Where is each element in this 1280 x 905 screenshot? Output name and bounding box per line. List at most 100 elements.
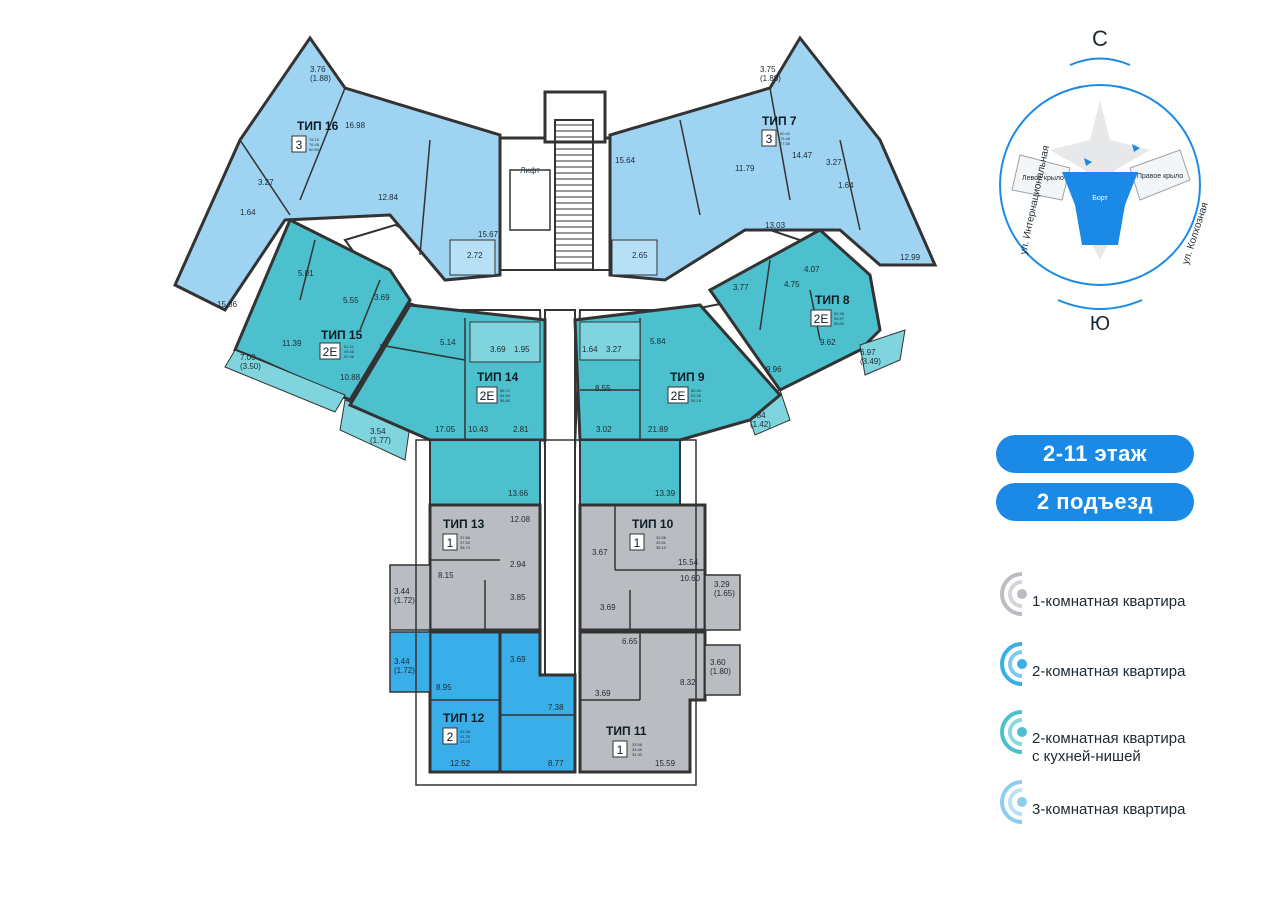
rooms-count: 3 bbox=[766, 132, 773, 146]
area: 50.49 bbox=[691, 388, 702, 393]
room-area: 5.14 bbox=[440, 338, 456, 347]
apartment-t12[interactable]: ТИП 12 2 41.48 41.76 43.20 3.44 (1.72) 3… bbox=[389, 630, 577, 774]
legend-item-one-room: 1-комнатная квартира bbox=[996, 585, 1266, 645]
area: 52.48 bbox=[834, 311, 845, 316]
room-area: 1.64 bbox=[582, 345, 598, 354]
floor-badge: 2-11 этаж bbox=[996, 435, 1194, 473]
legend-label: 3-комнатная квартира bbox=[1032, 801, 1186, 818]
area: 33.51 bbox=[656, 540, 667, 545]
room-area: 3.77 bbox=[733, 283, 749, 292]
room-area: (1.72) bbox=[394, 596, 415, 605]
room-area: 6.97 bbox=[860, 348, 876, 357]
view-arrow-icon bbox=[1084, 158, 1092, 166]
apartment-t16[interactable]: ТИП 16 3 78.10 76.46 80.60 3.76 (1.88) 1… bbox=[173, 35, 502, 312]
room-area: 3.69 bbox=[595, 689, 611, 698]
legend-item-three-room: 3-комнатная квартира bbox=[996, 793, 1266, 853]
area: 32.66 bbox=[656, 535, 667, 540]
center-label: Борт bbox=[1092, 195, 1108, 202]
legend-icons bbox=[1000, 572, 1027, 824]
room-area: 3.02 bbox=[596, 425, 612, 434]
type-label: ТИП 8 bbox=[815, 293, 850, 307]
rooms-count: 1 bbox=[634, 536, 641, 550]
apartment-t15[interactable]: ТИП 15 2E 51.21 49.46 52.96 5.01 5.55 3.… bbox=[224, 217, 412, 461]
room-area: 11.79 bbox=[735, 164, 755, 173]
apartment-t10[interactable]: ТИП 10 1 32.66 33.51 35.10 3.67 15.54 10… bbox=[578, 503, 741, 632]
rooms-count: 2E bbox=[323, 345, 338, 359]
area: 43.20 bbox=[460, 739, 471, 744]
room-area: 15.59 bbox=[655, 759, 676, 768]
rooms-count: 2E bbox=[814, 312, 829, 326]
center-block bbox=[1062, 172, 1138, 245]
room-area: 4.75 bbox=[784, 280, 800, 289]
room-area: 3.69 bbox=[600, 603, 616, 612]
legend-label: с кухней-нишей bbox=[1032, 748, 1141, 765]
room-area: 10.60 bbox=[680, 574, 701, 583]
left-wing-label: Левое крыло bbox=[1022, 175, 1064, 182]
type-label: ТИП 12 bbox=[443, 711, 485, 725]
area: 34.66 bbox=[632, 747, 643, 752]
rooms-count: 2 bbox=[447, 730, 454, 744]
one-room-icon bbox=[1000, 572, 1027, 616]
room-area: 3.44 bbox=[394, 657, 410, 666]
area: 50.97 bbox=[834, 316, 845, 321]
room-area: 2.65 bbox=[632, 251, 648, 260]
room-area: 21.89 bbox=[648, 425, 669, 434]
room-area: 3.27 bbox=[606, 345, 622, 354]
area: 77.56 bbox=[780, 141, 791, 146]
room-area: 3.29 bbox=[714, 580, 730, 589]
room-area: 3.76 bbox=[310, 65, 326, 74]
area: 56.71 bbox=[500, 388, 511, 393]
room-area: 13.03 bbox=[765, 221, 786, 230]
south-label: Ю bbox=[1090, 313, 1110, 335]
area: 49.46 bbox=[344, 349, 355, 354]
apartment-t9[interactable]: ТИП 9 2E 50.49 53.26 55.18 1.64 3.27 5.8… bbox=[573, 303, 783, 506]
room-area: 1.64 bbox=[240, 208, 256, 217]
apartment-t11[interactable]: ТИП 11 1 33.56 34.66 34.30 6.65 3.69 8.3… bbox=[578, 630, 741, 774]
room-area: 15.54 bbox=[678, 558, 699, 567]
area: 53.26 bbox=[691, 393, 702, 398]
room-area: 2.84 bbox=[750, 411, 766, 420]
room-area: 16.98 bbox=[345, 121, 366, 130]
type-label: ТИП 10 bbox=[632, 517, 674, 531]
area: 37.50 bbox=[460, 540, 471, 545]
room-area: 17.05 bbox=[435, 425, 456, 434]
room-area: 5.01 bbox=[298, 269, 314, 278]
room-area: 3.27 bbox=[826, 158, 842, 167]
two-room-icon bbox=[1000, 642, 1027, 686]
right-wing-block bbox=[1129, 149, 1191, 201]
room-area: 3.69 bbox=[490, 345, 506, 354]
view-arrow-icon bbox=[1132, 144, 1140, 152]
room-area: 13.39 bbox=[655, 489, 676, 498]
room-area: 10.88 bbox=[340, 373, 361, 382]
area: 41.48 bbox=[460, 729, 471, 734]
room-area: 12.84 bbox=[378, 193, 399, 202]
room-area: (1.80) bbox=[710, 667, 731, 676]
room-area: (1.88) bbox=[310, 74, 331, 83]
three-room-icon bbox=[1000, 780, 1027, 824]
room-area: (1.77) bbox=[370, 436, 391, 445]
room-area: 8.32 bbox=[680, 678, 696, 687]
room-area: 3.60 bbox=[710, 658, 726, 667]
area: 52.96 bbox=[344, 354, 355, 359]
room-area: (3.49) bbox=[860, 357, 881, 366]
type-label: ТИП 7 bbox=[762, 114, 797, 128]
apartment-t14[interactable]: ТИП 14 2E 56.71 54.94 56.50 5.14 3.69 1.… bbox=[347, 303, 547, 506]
legend-item-two-room: 2-комнатная квартира bbox=[996, 655, 1266, 715]
two-room-niche-icon bbox=[1000, 710, 1027, 754]
legend-item-two-room-niche: 2-комнатная квартира с кухней-нишей bbox=[996, 722, 1266, 782]
room-area: 2.81 bbox=[513, 425, 529, 434]
room-area: (1.42) bbox=[750, 420, 771, 429]
area: 41.76 bbox=[460, 734, 471, 739]
room-area: 10.43 bbox=[468, 425, 489, 434]
apartment-t13[interactable]: ТИП 13 1 37.86 37.50 38.74 12.08 8.15 2.… bbox=[389, 503, 542, 632]
apartment-t7[interactable]: ТИП 7 3 80.42 75.48 77.56 3.75 (1.88) 15… bbox=[608, 35, 938, 282]
room-area: 2.72 bbox=[467, 251, 483, 260]
area: 80.60 bbox=[309, 147, 320, 152]
room-area: (1.65) bbox=[714, 589, 735, 598]
area: 35.10 bbox=[656, 545, 667, 550]
type-label: ТИП 14 bbox=[477, 370, 519, 384]
room-area: (1.72) bbox=[394, 666, 415, 675]
room-area: 11.39 bbox=[282, 339, 302, 348]
area: 38.74 bbox=[460, 545, 471, 550]
room-area: 8.55 bbox=[595, 384, 611, 393]
